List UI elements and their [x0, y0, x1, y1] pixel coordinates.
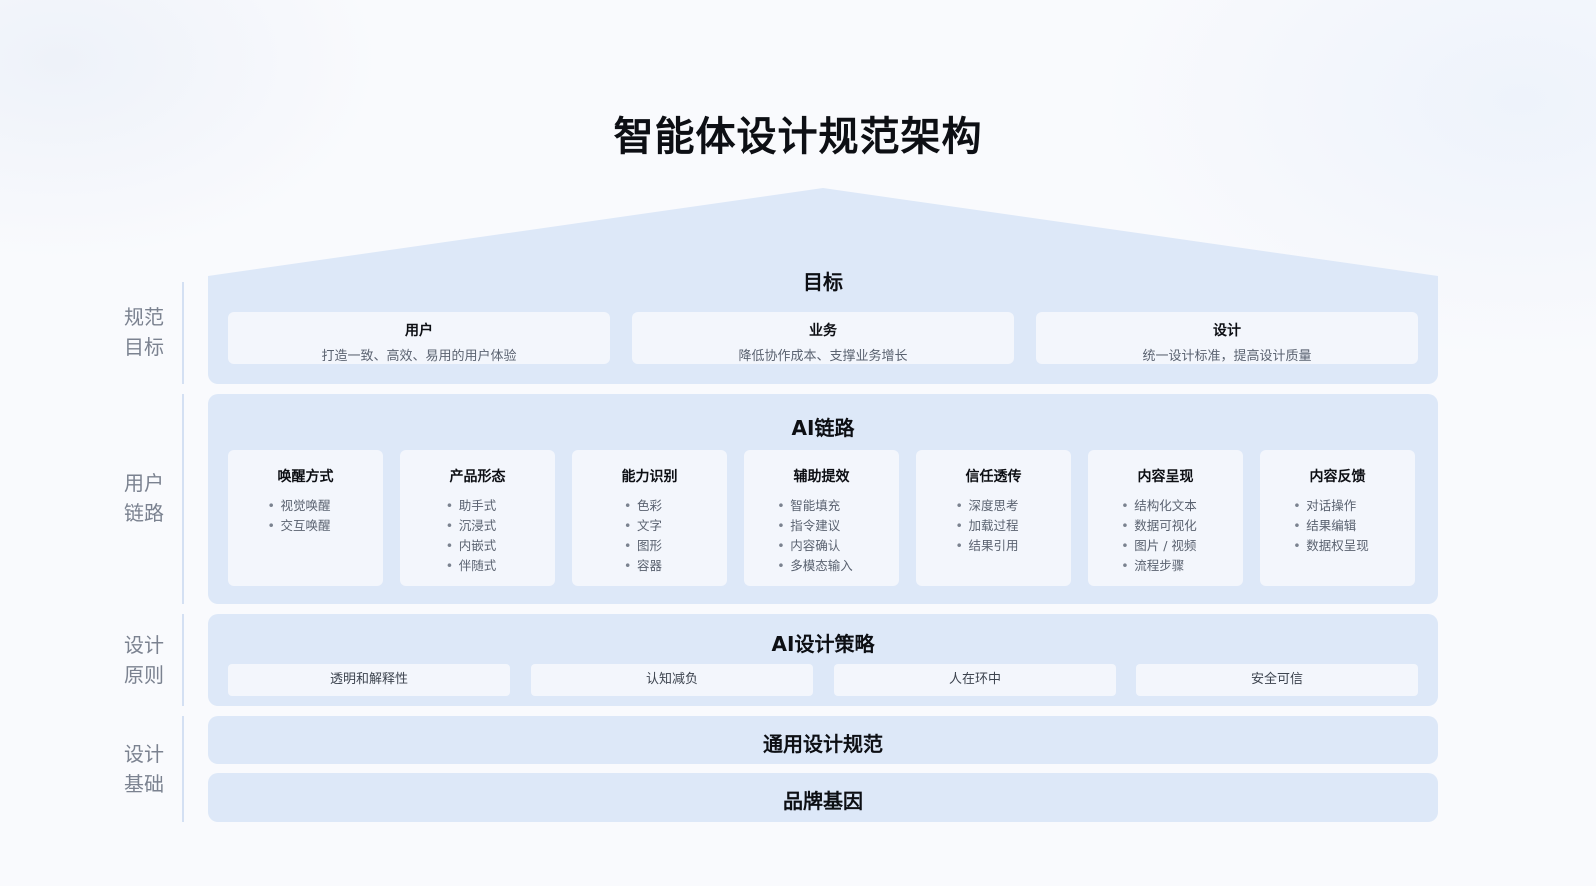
- page-title: 智能体设计规范架构: [613, 114, 983, 160]
- side-label-principle: 设计 原则: [124, 633, 164, 687]
- goal-card-user: 用户 打造一致、高效、易用的用户体验: [228, 312, 610, 364]
- side-bar-foundation: [182, 716, 184, 822]
- chain-card-form: 产品形态 助手式 沉浸式 内嵌式 伴随式: [400, 450, 555, 586]
- brand-gene-panel: 品牌基因: [208, 773, 1438, 822]
- chain-card-title: 辅助提效: [793, 469, 850, 485]
- roof-shape: [208, 188, 1438, 276]
- chain-card-feedback: 内容反馈 对话操作 结果编辑 数据权呈现: [1260, 450, 1415, 586]
- ai-chain-heading: AI链路: [791, 416, 855, 440]
- chain-card-title: 内容呈现: [1137, 469, 1194, 485]
- side-bar-goal: [182, 282, 184, 384]
- ai-chain-panel: AI链路 唤醒方式 视觉唤醒 交互唤醒 产品形态 助手式 沉浸式 内嵌式 伴随式…: [208, 394, 1438, 604]
- list-item: 内容确认: [777, 536, 853, 556]
- strategy-chip-safety: 安全可信: [1136, 664, 1418, 696]
- list-item: 数据权呈现: [1293, 536, 1368, 556]
- general-design-heading: 通用设计规范: [763, 732, 883, 756]
- goal-card-title: 设计: [1213, 323, 1241, 339]
- chain-card-title: 内容反馈: [1309, 469, 1366, 485]
- chain-card-present: 内容呈现 结构化文本 数据可视化 图片 / 视频 流程步骤: [1088, 450, 1243, 586]
- list-item: 智能填充: [777, 496, 853, 516]
- list-item: 助手式: [446, 496, 496, 516]
- list-item: 多模态输入: [777, 556, 852, 576]
- chain-card-title: 能力识别: [621, 469, 678, 485]
- list-item: 容器: [624, 556, 662, 576]
- list-item: 流程步骤: [1121, 556, 1197, 576]
- goal-card-desc: 打造一致、高效、易用的用户体验: [321, 349, 517, 364]
- list-item: 内嵌式: [446, 536, 496, 556]
- goal-card-title: 业务: [809, 323, 837, 339]
- list-item: 结果编辑: [1293, 516, 1369, 536]
- general-design-panel: 通用设计规范: [208, 716, 1438, 764]
- chain-card-title: 唤醒方式: [277, 469, 334, 485]
- list-item: 色彩: [624, 496, 662, 516]
- list-item: 沉浸式: [446, 516, 496, 536]
- list-item: 图形: [624, 536, 662, 556]
- list-item: 数据可视化: [1121, 516, 1196, 536]
- strategy-chip-transparency: 透明和解释性: [228, 664, 510, 696]
- list-item: 图片 / 视频: [1121, 536, 1197, 556]
- side-bar-chain: [182, 394, 184, 604]
- goal-card-business: 业务 降低协作成本、支撑业务增长: [632, 312, 1014, 364]
- ai-strategy-heading: AI设计策略: [771, 632, 875, 656]
- chain-card-trust: 信任透传 深度思考 加载过程 结果引用: [916, 450, 1071, 586]
- chain-card-assist: 辅助提效 智能填充 指令建议 内容确认 多模态输入: [744, 450, 899, 586]
- list-item: 深度思考: [955, 496, 1018, 516]
- list-item: 对话操作: [1293, 496, 1369, 516]
- ai-strategy-panel: AI设计策略 透明和解释性 认知减负 人在环中 安全可信: [208, 614, 1438, 706]
- strategy-chip-human-in-loop: 人在环中: [834, 664, 1116, 696]
- list-item: 结构化文本: [1121, 496, 1196, 516]
- side-label-goal: 规范 目标: [124, 305, 164, 359]
- list-item: 结果引用: [955, 536, 1018, 556]
- chain-card-wake: 唤醒方式 视觉唤醒 交互唤醒: [228, 450, 383, 586]
- goal-card-title: 用户: [405, 323, 433, 339]
- list-item: 指令建议: [777, 516, 853, 536]
- goal-card-desc: 降低协作成本、支撑业务增长: [738, 349, 908, 364]
- goal-card-design: 设计 统一设计标准，提高设计质量: [1036, 312, 1418, 364]
- chain-card-title: 产品形态: [449, 469, 506, 485]
- list-item: 交互唤醒: [267, 516, 330, 536]
- goal-panel: 目标 用户 打造一致、高效、易用的用户体验 业务 降低协作成本、支撑业务增长 设…: [208, 270, 1438, 384]
- list-item: 伴随式: [446, 556, 496, 576]
- goal-heading: 目标: [803, 270, 843, 294]
- list-item: 视觉唤醒: [267, 496, 330, 516]
- brand-gene-heading: 品牌基因: [783, 789, 863, 813]
- side-bar-principle: [182, 614, 184, 706]
- side-label-foundation: 设计 基础: [124, 742, 164, 796]
- goal-card-desc: 统一设计标准，提高设计质量: [1142, 349, 1312, 364]
- chain-card-title: 信任透传: [965, 469, 1022, 485]
- side-label-chain: 用户 链路: [124, 471, 164, 525]
- list-item: 加载过程: [955, 516, 1018, 536]
- chain-card-ability: 能力识别 色彩 文字 图形 容器: [572, 450, 727, 586]
- list-item: 文字: [624, 516, 662, 536]
- strategy-chip-cognitive: 认知减负: [531, 664, 813, 696]
